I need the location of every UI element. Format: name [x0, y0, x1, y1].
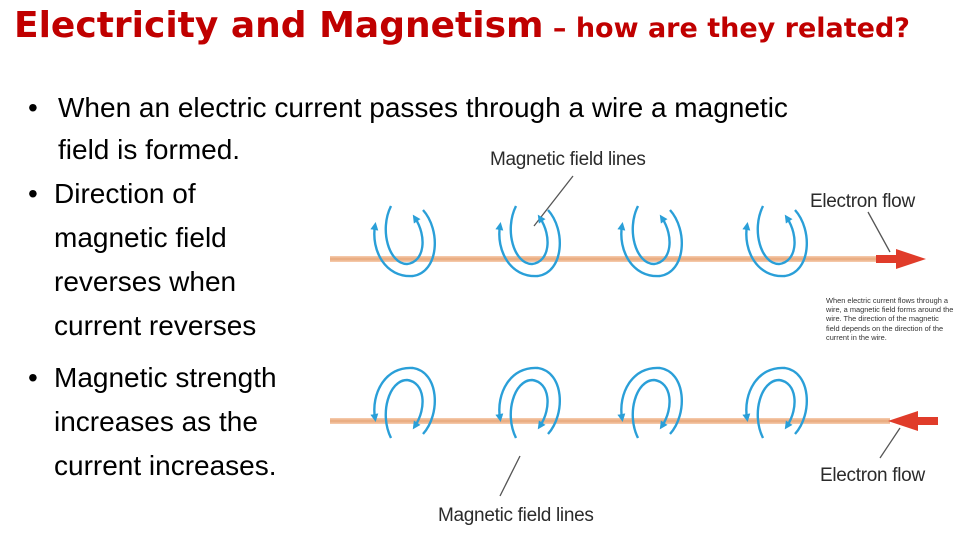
slide-title: Electricity and Magnetism – how are they…	[14, 8, 910, 44]
field-line-inner-arc	[631, 378, 671, 439]
electron-flow-arrow-top	[876, 249, 926, 269]
field-line-inner-arc	[756, 378, 796, 439]
electron-pointer-bottom	[879, 427, 901, 459]
field-line-outer-arc	[617, 209, 683, 278]
bullet-2-line-1: Direction of	[54, 178, 196, 209]
electron-flow-arrow-bottom	[888, 411, 938, 431]
bullet-1-line-1: When an electric current passes through …	[58, 92, 788, 123]
label-pointer-bottom	[499, 455, 521, 497]
field-line-loop	[370, 205, 436, 278]
field-line-inner-arc	[509, 205, 549, 266]
electron-pointer-top	[867, 211, 891, 253]
field-line-loop	[370, 366, 436, 439]
bullet-2-line-3: reverses when	[54, 266, 237, 297]
figure-caption: When electric current flows through a wi…	[826, 296, 954, 342]
bullet-dot: •	[28, 362, 38, 393]
magnetic-field-label-top: Magnetic field lines	[490, 149, 646, 170]
bullet-2-line-4: current reverses	[54, 310, 257, 341]
bullet-3-line-1: Magnetic strength	[54, 362, 277, 393]
field-line-loop	[495, 205, 561, 278]
field-lines-bottom	[370, 366, 808, 439]
magnetic-field-label-bottom: Magnetic field lines	[438, 505, 594, 526]
bullet-3-line-2: increases as the	[54, 406, 258, 437]
electron-flow-label-bottom: Electron flow	[820, 465, 925, 486]
slide-title-main: Electricity and Magnetism	[14, 5, 544, 46]
field-line-inner-arc	[631, 205, 671, 266]
field-line-inner-arc	[509, 378, 549, 439]
field-line-outer-arc	[742, 209, 808, 278]
field-line-outer-arc	[495, 209, 561, 278]
bullet-1-line-2: field is formed.	[58, 134, 241, 165]
field-line-loop	[495, 366, 561, 439]
wire-bottom	[330, 418, 890, 424]
field-line-outer-arc	[370, 366, 436, 435]
field-line-outer-arc	[742, 366, 808, 435]
field-line-outer-arc	[370, 209, 436, 278]
field-line-loop	[617, 366, 683, 439]
wire-top	[330, 256, 890, 262]
field-line-loop	[742, 205, 808, 278]
field-line-outer-arc	[495, 366, 561, 435]
electron-flow-label-top: Electron flow	[810, 191, 915, 212]
field-line-loop	[617, 205, 683, 278]
field-line-loop	[742, 366, 808, 439]
bullet-dot: •	[28, 92, 38, 123]
field-lines-top	[370, 205, 808, 278]
field-line-inner-arc	[384, 378, 424, 439]
field-line-inner-arc	[384, 205, 424, 266]
slide-title-subtitle: – how are they related?	[543, 13, 910, 44]
bullet-3-line-3: current increases.	[54, 450, 277, 481]
bullet-2-line-2: magnetic field	[54, 222, 227, 253]
field-line-outer-arc	[617, 366, 683, 435]
bullet-dot: •	[28, 178, 38, 209]
field-line-inner-arc	[756, 205, 796, 266]
